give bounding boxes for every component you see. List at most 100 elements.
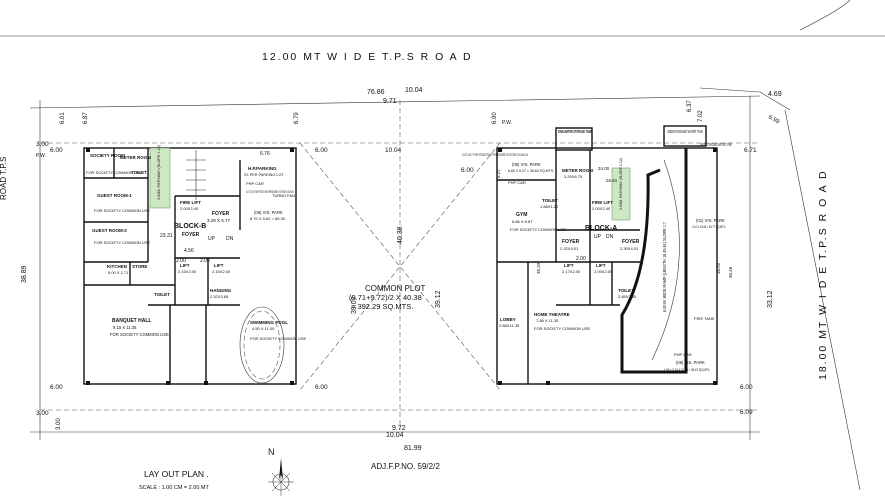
- dim-corner: 4.69: [768, 91, 782, 98]
- ba-d3892: 38.92: [716, 262, 721, 274]
- ba-d3646: 36.46: [728, 266, 733, 278]
- north-label: N: [268, 447, 275, 457]
- ba-fire-lift: FIRE LIFT: [592, 200, 613, 205]
- bb-lift2: LIFT: [214, 263, 224, 268]
- ba-vis-park2: (01) VIS. PARK: [696, 218, 725, 223]
- ba-ug-tank: UNDER GROUND WATER TANK: [667, 129, 703, 134]
- ba-d200: 2.00: [576, 256, 586, 262]
- bb-swim-dim: 4.50 X 11.00: [252, 326, 275, 331]
- bb-name: BLOCK-B: [174, 223, 206, 230]
- block-b-outline: [83, 147, 297, 385]
- column: [290, 381, 294, 385]
- bb-toilet2: TOILET: [154, 292, 170, 297]
- bb-d200a: 2.00: [176, 258, 186, 264]
- ba-lift2: LIFT: [596, 263, 606, 268]
- bb-hp-parking: H.P.PARKING: [248, 166, 277, 171]
- column: [86, 381, 90, 385]
- ba-rain: RAIN WATER STORAGE TANK: [558, 129, 592, 134]
- ba-lift: LIFT: [564, 263, 574, 268]
- column: [713, 148, 717, 152]
- dim-bottom-b: 10.04: [386, 432, 404, 439]
- bb-swim-sub: FOR SOCIETY COMMON USE: [250, 336, 306, 341]
- dim-3-top: 3.00: [36, 141, 49, 148]
- ba-vis-park2-dim: 2.10 X 18.46 = 38.77 SQ.MTS.: [692, 224, 726, 229]
- bb-society-room-sub: FOR SOCIETY COMMON USE: [86, 170, 142, 175]
- ba-ug-tank2: UNDER GROUND WATER TANK: [700, 142, 732, 147]
- bb-kitchen-dim: 5.00 X 2.71: [108, 270, 129, 275]
- ba-gym: GYM: [516, 212, 527, 218]
- ba-lobby-dim: 2.88X11.35: [499, 323, 520, 328]
- ba-php2: PHP CAR: [674, 352, 692, 357]
- ba-vis-park-dim: 6.80 X 5.27 = 35.84 SQ.MTS.: [508, 168, 554, 173]
- bb-fire-lift-dim: 2.00X2.40: [180, 206, 199, 211]
- plan-scale: SCALE : 1.00 CM = 2.00 MT: [139, 485, 209, 491]
- bb-lift-dim: 2.15X2.00: [178, 269, 197, 274]
- dim-6-bottom-mid: 6.00: [315, 384, 328, 391]
- dim-left-total: 38.89: [21, 265, 28, 283]
- road-left-partial: ROAD T.P.S: [0, 157, 8, 200]
- block-b-pathway: [149, 147, 171, 209]
- swimming-pool-inner: [243, 310, 281, 380]
- road-corner-curve: [799, 0, 851, 31]
- block-a-outline: [496, 147, 718, 385]
- dim-diag-3: 40.38: [397, 226, 404, 244]
- ba-vis-park: (05) VIS. PARK: [512, 162, 541, 167]
- bb-vis-park-dim: 8.70 X 5.62 = 65.30: [250, 216, 286, 221]
- ba-toilet-dim: 1.88X1.20: [540, 204, 559, 209]
- ba-theatre-sub: FOR SOCIETY COMMON USE: [534, 326, 590, 331]
- bb-lift: LIFT: [180, 263, 190, 268]
- column: [546, 381, 550, 385]
- bb-guest2: GUEST ROOM-2: [92, 228, 127, 233]
- dim-bottom-a: 9.72: [392, 425, 406, 432]
- bb-meter-room: METER ROOM: [120, 155, 151, 160]
- ba-fire-tank: FIRE TANK: [694, 316, 715, 321]
- bb-banquet-sub: FOR SOCIETY COMMON USE: [110, 332, 169, 337]
- bb-guest1: GUEST ROOM-1: [97, 193, 132, 198]
- block-a-pathway: [611, 167, 631, 221]
- bb-toilet: TOILET: [131, 170, 147, 175]
- dim-top-a: 9.71: [383, 98, 397, 105]
- bb-up: UP: [208, 236, 216, 242]
- bb-dn: DN: [226, 236, 234, 242]
- ba-up: UP: [594, 234, 602, 240]
- bb-lift2-dim: 2.15X2.00: [212, 269, 231, 274]
- ba-ramp-label: 6.00 M. WIDE RAMP (LENGTH 18.45 M.) SLOP…: [662, 221, 667, 312]
- ramp-outline: [620, 148, 688, 374]
- ba-dn: DN: [606, 234, 614, 240]
- ug-tank: [663, 125, 707, 147]
- ba-toilet2: TOILET: [618, 288, 634, 293]
- column: [713, 381, 717, 385]
- column: [498, 381, 502, 385]
- column: [498, 148, 502, 152]
- bb-guest1-sub: FOR SOCIETY COMMON USE: [94, 208, 150, 213]
- bb-store: STORE: [132, 264, 147, 269]
- ba-gym-sub: FOR SOCIETY COMMON USE: [510, 227, 566, 232]
- ba-lift2-dim: 2.09X2.00: [594, 269, 613, 274]
- bb-hanging-dim: 2.32X3.65: [210, 294, 229, 299]
- ba-cutout: CUT OUT FOR POSSITIVE PRESSURE SYSTEM 0.…: [462, 153, 528, 157]
- dim-right-total: 33.12: [767, 290, 774, 308]
- block-a: RAIN WATER STORAGE TANK UNDER GROUND WAT…: [462, 120, 733, 385]
- dim-637: 6.37: [687, 100, 693, 112]
- dim-6-top-mid: 6.00: [315, 147, 328, 154]
- ba-vis-park3: (06) VIS. PARK: [676, 360, 705, 365]
- bb-banquet-dim: 9.15 X 11.35: [113, 325, 137, 330]
- column: [204, 381, 208, 385]
- common-plot-formula: (9.71+9.72)/2 X 40.38: [349, 293, 422, 302]
- bb-banquet: BANQUET HALL: [112, 318, 151, 324]
- bb-d2331: 23.31: [160, 233, 173, 239]
- ba-foyer2: FOYER: [622, 239, 640, 245]
- ba-foyer-dim: 2.32X4.01: [560, 246, 579, 251]
- bb-d456: 4.56: [184, 248, 194, 254]
- bb-foyer: FOYER: [212, 211, 230, 217]
- dim-6-bottom-right: 6.00: [740, 384, 753, 391]
- bb-pathway-label: 3.00M. PATHWAY (SLOPE 1:12): [157, 144, 161, 200]
- bb-php: PHP CAR: [246, 181, 264, 186]
- road-right-edge: [784, 109, 861, 491]
- column: [166, 381, 170, 385]
- dim-top-b: 10.04: [405, 87, 423, 94]
- bb-d200b: 2.00: [200, 258, 210, 264]
- bb-society-room: SOCIETY ROOM: [90, 153, 125, 158]
- north-arrow: N: [268, 447, 294, 496]
